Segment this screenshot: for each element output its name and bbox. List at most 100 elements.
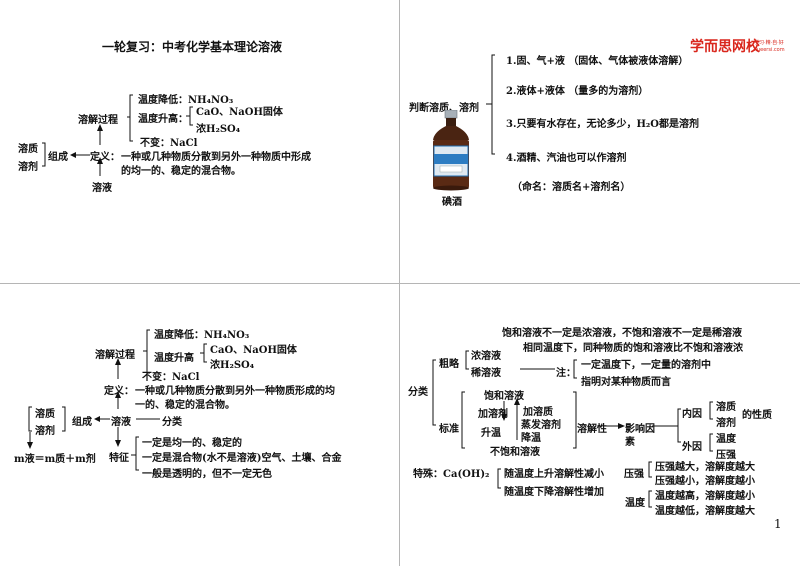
q4-bracket-factors — [677, 408, 681, 443]
q3-temp-up: 温度升高 — [154, 353, 194, 364]
q4-t2: 温度越低，溶解度越大 — [655, 506, 755, 517]
q2-naming: （命名：溶质名+溶剂名） — [512, 182, 631, 193]
logo: 学而思网校 — [690, 36, 760, 56]
q4-bracket-special — [497, 468, 501, 489]
q4-special-2: 随温度下降溶解性增加 — [504, 487, 604, 498]
q1-arrowhead-1 — [97, 124, 103, 131]
q3-feature-1: 一定是均一的、稳定的 — [142, 438, 242, 449]
q3-bracket-composition — [28, 406, 32, 432]
q4-bracket-internal — [709, 401, 713, 420]
q2-bottle-caption: 碘酒 — [442, 197, 462, 208]
q1-dissolve-process: 溶解过程 — [78, 115, 118, 126]
q1-solution: 溶液 — [92, 183, 112, 194]
q4-note-2: 相同温度下，同种物质的饱和溶液比不饱和溶液浓 — [523, 343, 743, 354]
q3-dissolve-process: 溶解过程 — [95, 350, 135, 361]
q4-bracket-classify — [432, 359, 436, 426]
q1-arrowhead-2 — [97, 157, 103, 164]
bottle-neck — [446, 118, 456, 126]
q1-title: 一轮复习：中考化学基本理论溶液 — [102, 40, 283, 54]
q3-arrowhead-1 — [115, 358, 121, 365]
q4-note-1: 饱和溶液不一定是浓溶液，不饱和溶液不一定是稀溶液 — [502, 328, 742, 339]
q3-feature-3: 一般是透明的，但不一定无色 — [142, 469, 272, 480]
q4-ext-pressure: 压强 — [716, 450, 736, 461]
q4-heat: 升温 — [481, 428, 501, 439]
q3-arrowhead-2 — [115, 391, 121, 398]
q4-external: 外因 — [682, 442, 702, 453]
q4-bracket-pressure — [648, 461, 652, 478]
logo-name: 学而思网校 — [690, 39, 760, 55]
q4-in-solvent: 溶剂 — [716, 418, 736, 429]
q4-evaporate: 蒸发溶剂 — [521, 420, 561, 431]
q4-cool: 降温 — [521, 433, 541, 444]
q4-note-b: 指明对某种物质而言 — [581, 377, 671, 388]
q4-pressure: 压强 — [624, 469, 644, 480]
q3-no-change: 不变：NaCl — [142, 372, 200, 383]
q3-solute: 溶质 — [35, 409, 55, 420]
q1-composition: 组成 — [48, 152, 68, 163]
q3-bracket-composition-r — [62, 406, 66, 432]
q4-special: 特殊：Ca(OH)₂ — [413, 469, 490, 480]
q4-note-label: 注： — [556, 368, 576, 379]
bottle-shoulder — [433, 126, 469, 140]
q1-bracket-composition — [42, 142, 46, 167]
q3-classify: 分类 — [162, 417, 182, 428]
q3-bracket-feature — [135, 436, 139, 471]
q3-arrowhead-mass — [27, 442, 33, 449]
q1-bracket-tempup — [189, 106, 193, 126]
q4-special-1: 随温度上升溶解性减小 — [504, 469, 604, 480]
bottle-label-mark — [439, 165, 463, 173]
q4-note-a: 一定温度下，一定量的溶剂中 — [581, 360, 711, 371]
q4-bracket-note — [573, 359, 577, 379]
q4-bracket-external — [709, 433, 713, 452]
q2-item-2: 2.液体+液体 （量多的为溶剂） — [506, 86, 649, 97]
q1-definition-2: 的均一的、稳定的混合物。 — [121, 166, 241, 177]
page-number: 1 — [774, 517, 782, 531]
q4-concentrated: 浓溶液 — [471, 351, 501, 362]
q1-composition-arrowhead — [70, 152, 76, 158]
q1-temp-up-2: 浓H₂SO₄ — [196, 124, 241, 135]
q1-bracket-dissolve — [129, 94, 133, 142]
iodine-bottle-image — [433, 110, 469, 191]
q1-temp-up-1: CaO、NaOH固体 — [196, 107, 283, 118]
q3-bracket-tempup — [203, 343, 207, 363]
q3-temp-up-2: 浓H₂SO₄ — [210, 360, 255, 371]
q4-t1: 温度越高，溶解度越小 — [655, 491, 755, 502]
q3-feature-2: 一定是混合物(水不是溶液)空气、土壤、合金 — [142, 453, 342, 464]
logo-sub-1: 学习·精·自·好 — [754, 40, 784, 46]
q1-solute: 溶质 — [18, 144, 38, 155]
q4-factors-2: 素 — [625, 437, 635, 448]
q3-definition-label: 定义： — [104, 386, 134, 397]
q3-solvent: 溶剂 — [35, 426, 55, 437]
q4-unsaturated: 不饱和溶液 — [490, 447, 540, 458]
q4-internal: 内因 — [682, 409, 702, 420]
q3-mass-formula: m液＝m质＋m剂 — [14, 454, 96, 465]
q4-dilute: 稀溶液 — [471, 368, 501, 379]
q3-composition-arrowhead — [94, 416, 100, 422]
q4-p1: 压强越大，溶解度越大 — [655, 462, 755, 473]
q4-standard: 标准 — [439, 424, 459, 435]
q4-rough: 粗略 — [439, 359, 459, 370]
horizontal-divider — [0, 283, 800, 284]
q4-arrowhead-saturated — [501, 414, 507, 421]
bottle-bottom — [433, 185, 469, 191]
q4-factors: 影响因 — [625, 424, 655, 435]
q4-bracket-solubility — [573, 391, 577, 449]
q4-temperature: 温度 — [625, 498, 645, 509]
q3-definition-1: 一种或几种物质分散到另外一种物质形成的均 — [135, 386, 335, 397]
q2-item-4: 4.酒精、汽油也可以作溶剂 — [506, 153, 627, 164]
q4-bracket-rough — [465, 350, 469, 370]
bottle-label-band — [434, 154, 468, 164]
q3-feature-label: 特征 — [109, 453, 129, 464]
q3-composition: 组成 — [72, 417, 92, 428]
q4-bracket-standard — [461, 391, 465, 449]
logo-sub-2: xueersi.com — [754, 47, 785, 53]
q1-definition-label: 定义： — [90, 152, 120, 163]
q4-classify: 分类 — [408, 387, 428, 398]
q3-arrowhead-feature — [115, 440, 121, 447]
q4-p2: 压强越小，溶解度越小 — [655, 476, 755, 487]
q3-temp-down: 温度降低：NH₄NO₃ — [154, 330, 250, 341]
q1-definition-1: 一种或几种物质分散到另外一种物质中形成 — [121, 152, 311, 163]
q3-solution: 溶液 — [111, 417, 131, 428]
q4-in-solute: 溶质 — [716, 402, 736, 413]
